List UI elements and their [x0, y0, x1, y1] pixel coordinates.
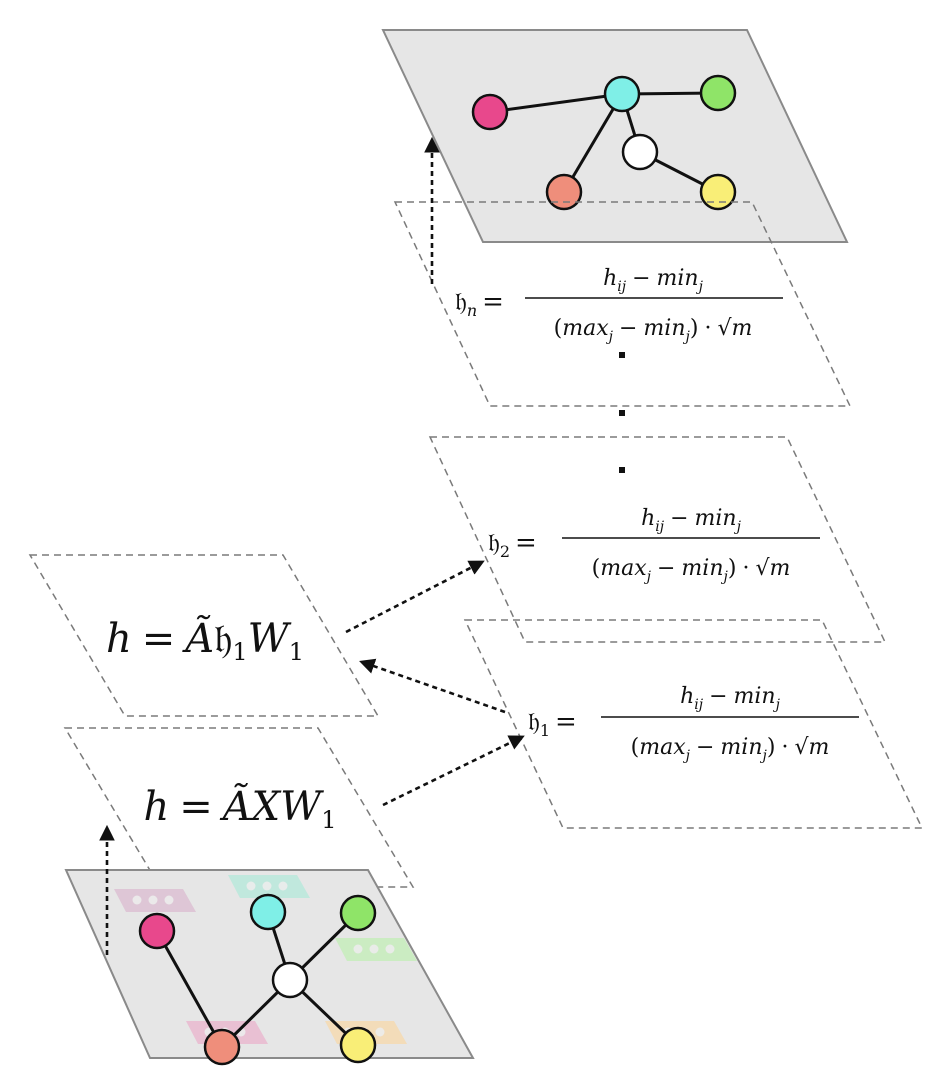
input-node-yellow: [339, 1026, 377, 1064]
ellipsis-dot: [619, 467, 625, 473]
output-node-pink: [471, 93, 509, 131]
input-node-white: [271, 961, 309, 999]
layer-2-numerator: hij−minj: [641, 506, 742, 535]
output-node-white: [621, 133, 659, 171]
feature-tag-green: [335, 938, 417, 961]
layer-ellipsis: [619, 352, 625, 473]
feature-tag-purple: [114, 889, 196, 912]
layer-1-denominator: (maxj−minj)·√m: [631, 735, 830, 764]
input-node-cyan: [249, 893, 287, 931]
layer-1-label: 𝔥1=: [528, 707, 577, 740]
arrow-layer1-to-gcn-top: [359, 658, 506, 714]
layer-n-label: 𝔥n=: [455, 287, 504, 320]
output-node-green: [699, 74, 737, 112]
input-graph-plane: [64, 869, 475, 1066]
arrow-gcn-top-to-layer2: [345, 560, 485, 634]
output-node-yellow: [699, 173, 737, 211]
layer-n-denominator: (maxj−minj)·√m: [554, 316, 753, 345]
gcn-top-plane: [28, 554, 380, 717]
layer-n-numerator: hij−minj: [603, 266, 704, 295]
gcn-bottom-plane: [63, 727, 415, 888]
input-node-pink: [138, 912, 176, 950]
output-plane-shape: [381, 29, 849, 243]
input-node-green: [339, 894, 377, 932]
layer-2-label: 𝔥2=: [488, 528, 537, 561]
output-graph-plane: [381, 29, 849, 243]
input-edge: [155, 930, 224, 1048]
output-node-salmon: [545, 173, 583, 211]
output-node-cyan: [603, 75, 641, 113]
output-edge: [562, 93, 624, 193]
gcn-bottom-formula: h=ÃXW1: [143, 783, 336, 834]
layer-2-formula: 𝔥2= hij−minj (maxj−minj)·√m: [488, 506, 820, 585]
layer-n-formula: 𝔥n= hij−minj (maxj−minj)·√m: [455, 266, 783, 345]
gcn-top-formula: h=Ã𝔥1W1: [106, 615, 304, 666]
output-edge: [489, 92, 623, 114]
layer-1-formula: 𝔥1= hij−minj (maxj−minj)·√m: [528, 684, 859, 764]
input-node-salmon: [203, 1028, 241, 1066]
feature-tag-teal: [228, 875, 310, 898]
layer-1-numerator: hij−minj: [680, 684, 781, 713]
layer-1-plane: [463, 619, 924, 829]
layer-2-denominator: (maxj−minj)·√m: [592, 556, 791, 585]
ellipsis-dot: [619, 352, 625, 358]
ellipsis-dot: [619, 410, 625, 416]
arrow-gcn-to-layer1: [382, 735, 525, 807]
